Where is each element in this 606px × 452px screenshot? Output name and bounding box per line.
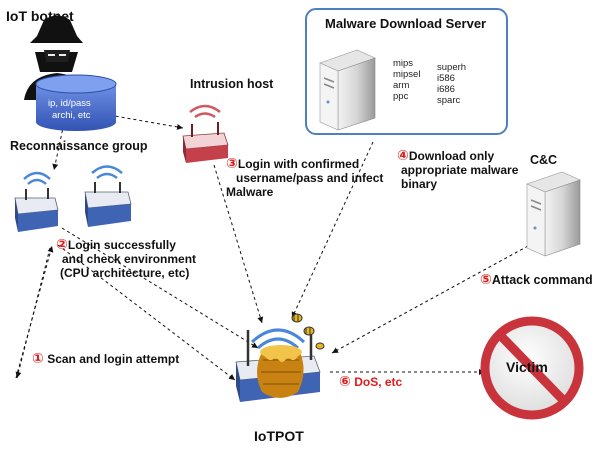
arrow-server-to-iotpot <box>291 141 374 319</box>
step-4-line-2: appropriate malware <box>401 163 519 177</box>
router-icon <box>84 165 132 227</box>
arrow-cnc-to-iotpot <box>331 245 529 354</box>
arch-item: sparc <box>437 95 461 106</box>
step-4-label: ④Download only appropriate malware binar… <box>397 148 518 191</box>
iotpot-label: IoTPOT <box>254 428 304 444</box>
database-icon <box>35 74 117 131</box>
router-icon <box>182 104 229 163</box>
arrow-login-to-iotpot <box>61 227 259 349</box>
step-2-number: ② <box>56 236 68 252</box>
step-6-number: ⑥ <box>339 373 351 389</box>
step-3-line-2: username/pass and infect <box>236 171 384 185</box>
step-1-text: Scan and login attempt <box>47 352 180 366</box>
arch-list-1: mips mipsel arm ppc <box>393 58 420 102</box>
step-3-label: ③Login with confirmed username/pass and … <box>226 156 383 199</box>
step-3-number: ③ <box>226 155 238 171</box>
database-line-1: ip, id/pass <box>48 98 91 109</box>
arch-item: mipsel <box>393 69 421 80</box>
step-2-line-2: and check environment <box>62 252 197 266</box>
arch-item: ppc <box>393 91 409 102</box>
step-5-text: Attack command <box>491 273 593 287</box>
step-6-text: DoS, etc <box>354 375 403 389</box>
arch-list-2: superh i586 i686 sparc <box>437 62 466 106</box>
step-5-label: ⑤Attack command <box>480 272 593 287</box>
arch-item: i686 <box>437 84 455 95</box>
prohibited-icon <box>480 316 584 420</box>
server-icon <box>526 171 581 257</box>
database-line-2: archi, etc <box>52 110 91 121</box>
step-2-line-1: Login successfully <box>67 238 176 252</box>
step-4-line-3: binary <box>401 177 438 191</box>
server-icon <box>319 49 376 131</box>
step-1-number: ① <box>32 350 44 366</box>
arch-item: superh <box>437 62 467 73</box>
router-icon <box>14 171 59 232</box>
recon-group-label: Reconnaissance group <box>10 139 148 153</box>
step-3-line-3: Malware <box>226 185 274 199</box>
arrow-scan-to-iotpot <box>57 244 236 381</box>
step-3-line-1: Login with confirmed <box>237 157 360 171</box>
arch-item: arm <box>393 80 410 91</box>
step-2-line-3: (CPU architecture, etc) <box>60 266 190 280</box>
iot-botnet-label: IoT botnet <box>6 8 74 24</box>
arch-item: mips <box>393 58 414 69</box>
cnc-label: C&C <box>530 153 558 167</box>
step-2-label: ②Login successfully and check environmen… <box>56 237 196 280</box>
arrow-scan-up <box>15 245 54 379</box>
step-6-label: ⑥ DoS, etc <box>339 374 402 389</box>
bee-icon <box>291 313 325 350</box>
connector-lines <box>15 94 529 381</box>
malware-server-label: Malware Download Server <box>325 16 487 31</box>
victim-label: Victim <box>506 359 548 375</box>
honeypot-icon <box>235 328 321 402</box>
step-4-number: ④ <box>397 147 409 163</box>
step-4-line-1: Download only <box>408 149 495 163</box>
step-1-label: ① Scan and login attempt <box>32 351 179 366</box>
arch-item: i586 <box>437 73 455 84</box>
step-5-number: ⑤ <box>480 271 492 287</box>
intrusion-host-label: Intrusion host <box>190 77 274 91</box>
